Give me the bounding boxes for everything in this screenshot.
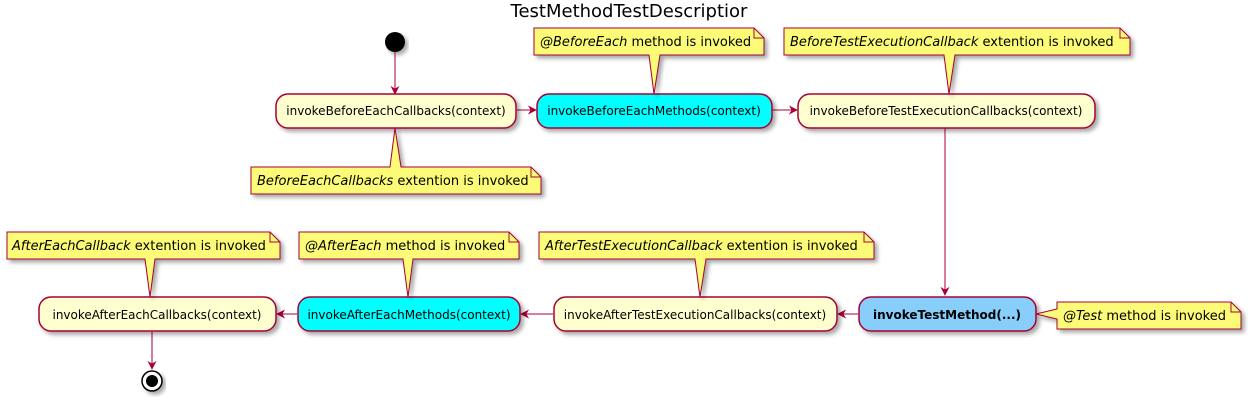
note-emphasis: BeforeTestExecutionCallback [790,35,979,50]
activity-invoke-after-test-execution-callbacks: invokeAfterTestExecutionCallbacks(contex… [553,296,838,332]
note-text: BeforeEachCallbacks extention is invoked [257,174,529,189]
note-after-each-callback: AfterEachCallback extention is invoked [6,231,281,298]
note-rest: method is invoked [381,239,505,254]
note-text: @BeforeEach method is invoked [540,35,751,50]
activity-label: invokeAfterTestExecutionCallbacks(contex… [564,308,826,322]
note-emphasis: @BeforeEach [540,35,627,50]
note-test-method: @Test method is invoked [1035,301,1242,330]
note-text: AfterTestExecutionCallback extention is … [544,239,858,254]
diagram-title: TestMethodTestDescriptior [510,1,749,22]
note-before-each-method: @BeforeEach method is invoked [533,27,765,95]
activity-label: invokeAfterEachMethods(context) [307,308,510,322]
activity-invoke-before-each-methods: invokeBeforeEachMethods(context) [536,93,773,129]
note-text: @AfterEach method is invoked [305,239,505,254]
note-rest: method is invoked [1102,309,1226,324]
activity-invoke-test-method: invokeTestMethod(...) [858,296,1037,332]
activity-invoke-before-test-execution-callbacks: invokeBeforeTestExecutionCallbacks(conte… [797,93,1096,129]
note-emphasis: AfterEachCallback [11,239,131,254]
note-emphasis: BeforeEachCallbacks [257,174,394,189]
note-rest: method is invoked [627,35,751,50]
activity-label: invokeBeforeEachMethods(context) [547,104,761,118]
note-rest: extention is invoked [722,239,857,254]
activity-label: invokeAfterEachCallbacks(context) [52,308,261,322]
note-after-each-method: @AfterEach method is invoked [298,231,520,298]
activity-invoke-after-each-methods: invokeAfterEachMethods(context) [297,296,521,332]
activity-label: invokeBeforeTestExecutionCallbacks(conte… [810,104,1083,118]
activity-invoke-after-each-callbacks: invokeAfterEachCallbacks(context) [38,296,277,332]
activity-label: invokeTestMethod(...) [873,308,1021,322]
note-rest: extention is invoked [131,239,266,254]
activity-invoke-before-each-callbacks: invokeBeforeEachCallbacks(context) [275,93,517,129]
activity-label: invokeBeforeEachCallbacks(context) [286,104,505,118]
start-node [385,32,405,52]
note-rest: extention is invoked [978,35,1113,50]
note-text: AfterEachCallback extention is invoked [11,239,266,254]
end-node [141,370,163,392]
note-before-each-callbacks: BeforeEachCallbacks extention is invoked [250,127,542,195]
note-emphasis: @Test [1063,309,1103,324]
note-emphasis: AfterTestExecutionCallback [544,239,723,254]
note-emphasis: @AfterEach [305,239,381,254]
note-before-test-execution-callback: BeforeTestExecutionCallback extention is… [783,27,1131,95]
note-text: @Test method is invoked [1063,309,1226,324]
note-text: BeforeTestExecutionCallback extention is… [790,35,1114,50]
note-after-test-execution-callback: AfterTestExecutionCallback extention is … [538,231,875,298]
note-rest: extention is invoked [393,174,528,189]
